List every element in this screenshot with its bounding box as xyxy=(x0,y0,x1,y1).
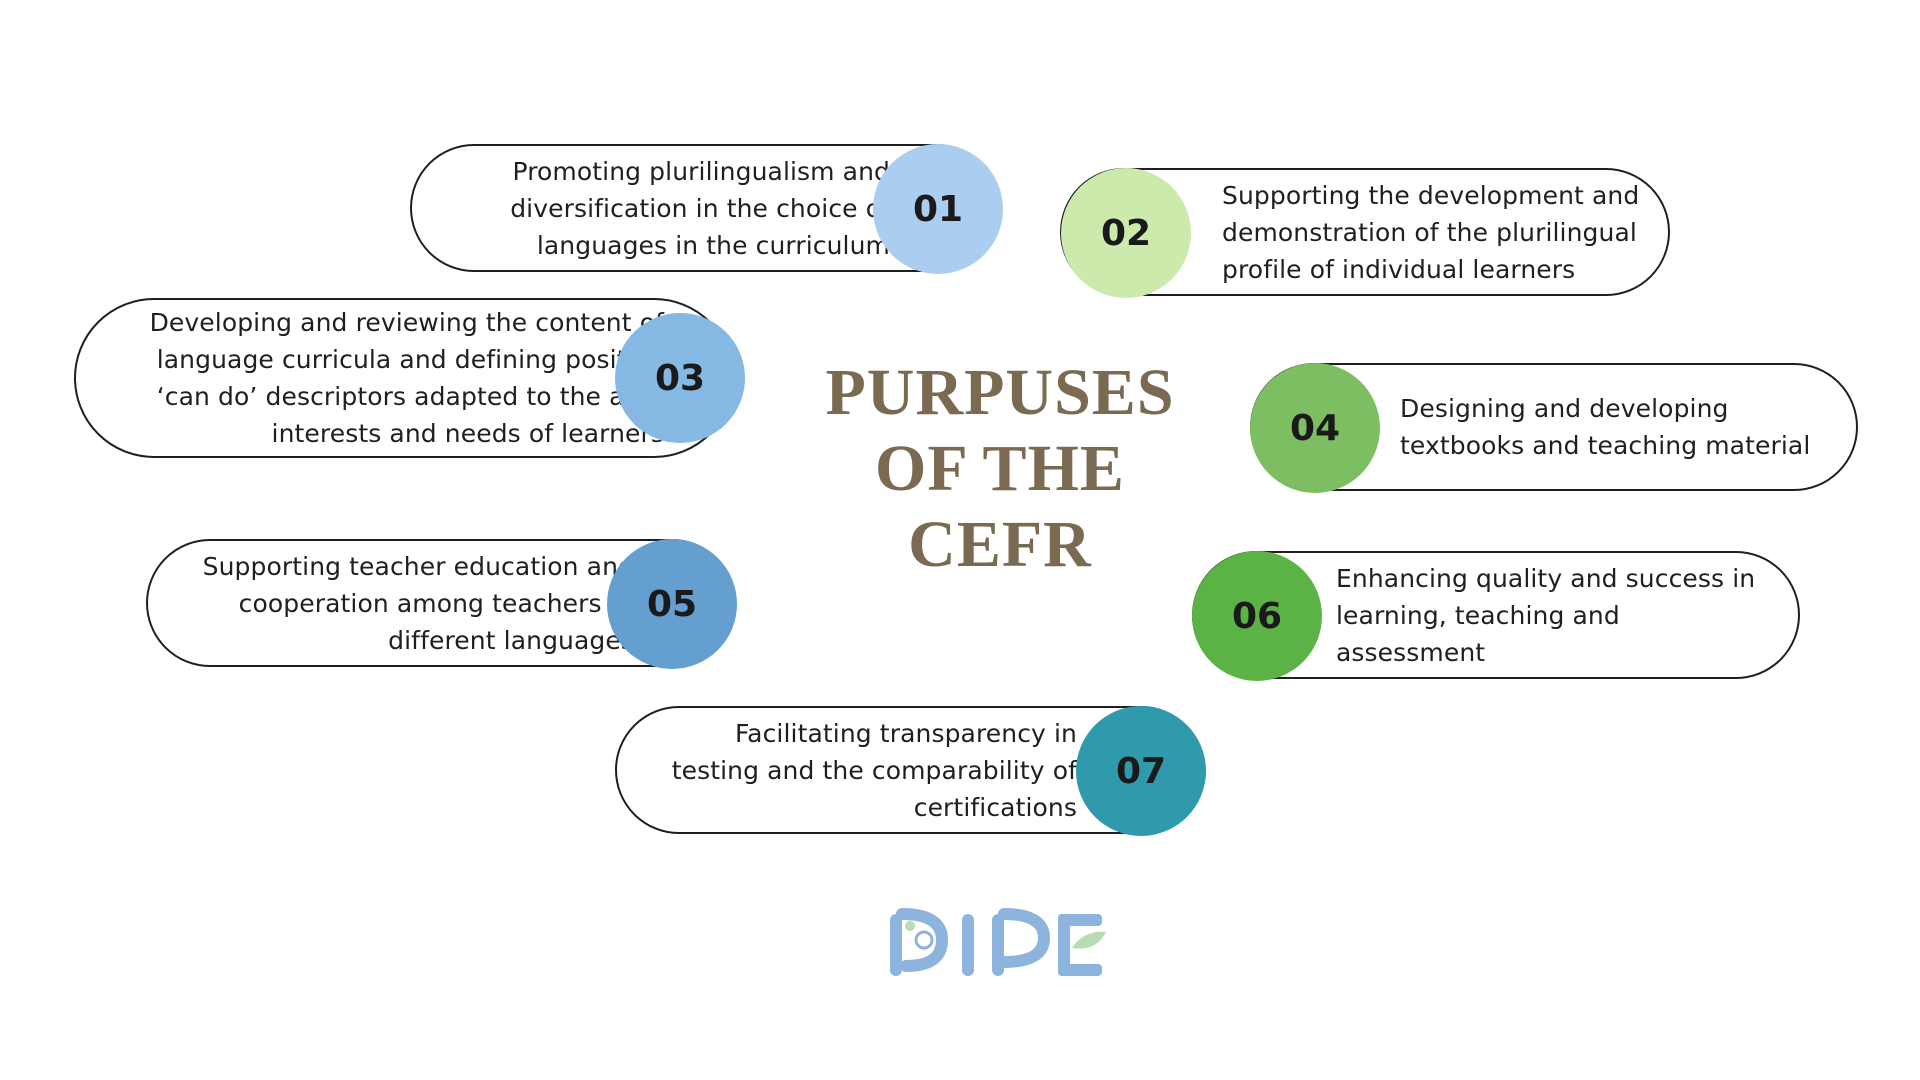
purpose-text-07: Facilitating transparency in testing and… xyxy=(671,718,1077,822)
logo-letter-p2 xyxy=(992,908,1051,976)
purpose-text-04: Designing and developing textbooks and t… xyxy=(1400,394,1811,460)
purpose-number-05: 05 xyxy=(607,539,737,669)
leaf-icon xyxy=(1072,931,1106,949)
logo-letter-p1 xyxy=(890,908,949,976)
purpose-number-02: 02 xyxy=(1061,168,1191,298)
purpose-number-07: 07 xyxy=(1076,706,1206,836)
purpose-number-01: 01 xyxy=(873,144,1003,274)
logo-letter-e xyxy=(1058,914,1106,976)
purpose-number-04: 04 xyxy=(1250,363,1380,493)
purpose-number-03: 03 xyxy=(615,313,745,443)
purpose-text-06: Enhancing quality and success in learnin… xyxy=(1336,563,1756,667)
purpose-text-02: Supporting the development and demonstra… xyxy=(1222,180,1640,284)
pipe-logo xyxy=(884,900,1124,990)
purpose-text-05: Supporting teacher education and coopera… xyxy=(202,551,634,655)
purpose-pill-03: Developing and reviewing the content of … xyxy=(74,298,734,458)
logo-letter-i xyxy=(962,914,974,976)
purpose-text-01: Promoting plurilingualism and diversific… xyxy=(510,156,890,260)
purpose-number-06: 06 xyxy=(1192,551,1322,681)
purpose-text-03: Developing and reviewing the content of … xyxy=(149,308,664,448)
diagram-title: PURPUSES OF THE CEFR xyxy=(825,356,1175,581)
